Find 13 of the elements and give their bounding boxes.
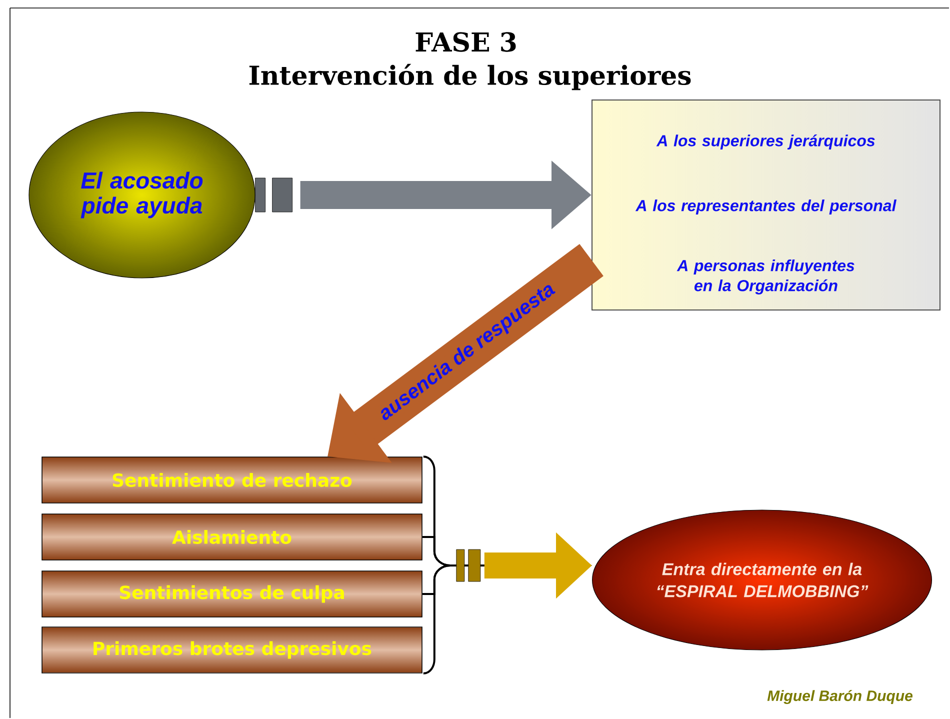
list-box (592, 100, 940, 310)
oval: El acosado pide ayuda (28, 112, 256, 278)
bar: Sentimientos de culpa (42, 570, 422, 618)
author-name: Miguel Barón Duque (767, 690, 912, 704)
bar: Aislamiento (42, 514, 422, 560)
subtitle: Intervención de los superiores (249, 64, 691, 90)
title: FASE 3 (416, 32, 516, 52)
list-item: A personas influyentes en la Organización (676, 260, 854, 294)
list-item: A los superiores jerárquicos (656, 134, 875, 150)
list-item: A los representantes del personal (635, 200, 897, 214)
oval: Entra directamente en la “ESPIRAL DELMOBBING” (592, 510, 932, 650)
bar: Primeros brotes depresivos (42, 626, 422, 674)
bar: Sentimiento de rechazo (42, 456, 422, 504)
